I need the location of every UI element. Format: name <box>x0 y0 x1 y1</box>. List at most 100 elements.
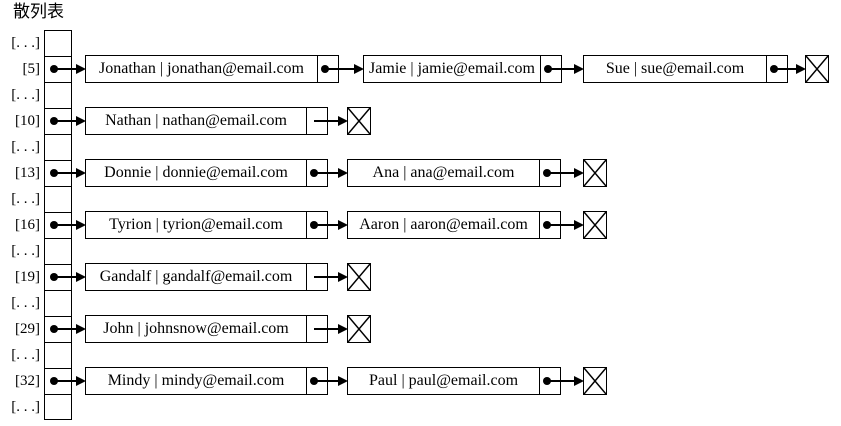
pointer-arrowhead-icon <box>338 116 348 126</box>
pointer-arrowhead-icon <box>338 324 348 334</box>
bucket-index-label: [5] <box>22 61 41 77</box>
pointer-arrowhead-icon <box>574 220 584 230</box>
pointer-arrowhead-icon <box>76 64 86 74</box>
bucket-cell-divider <box>44 342 72 343</box>
pointer-arrowhead-icon <box>338 220 348 230</box>
null-x-icon <box>348 108 370 134</box>
pointer-arrowhead-icon <box>796 64 806 74</box>
node-separator: | <box>159 60 164 77</box>
pointer-arrow-line <box>314 172 342 174</box>
node-data-box: Gandalf|gandalf@email.com <box>85 263 307 291</box>
bucket-cell-divider <box>44 108 72 109</box>
bucket-cell-divider <box>44 264 72 265</box>
bucket-index-label: [10] <box>15 113 40 129</box>
bucket-index-label: [29] <box>15 321 40 337</box>
pointer-arrow-line <box>774 68 800 70</box>
pointer-arrow-line <box>547 172 578 174</box>
bucket-cell-divider <box>44 212 72 213</box>
bucket-cell-divider <box>44 134 72 135</box>
pointer-arrow-line <box>325 68 358 70</box>
null-x-icon <box>584 160 606 186</box>
bucket-index-label: [13] <box>15 165 40 181</box>
node-data-box: Aaron|aaron@email.com <box>347 211 540 239</box>
null-terminator-box <box>583 159 607 187</box>
node-separator: | <box>403 216 407 233</box>
node-data-box: Nathan|nathan@email.com <box>85 107 307 135</box>
pointer-arrowhead-icon <box>76 324 86 334</box>
pointer-arrow-line <box>547 380 578 382</box>
node-separator: | <box>401 372 405 389</box>
node-email: ana@email.com <box>410 164 515 181</box>
node-name: Mindy <box>107 372 151 389</box>
bucket-cell-divider <box>44 186 72 187</box>
node-separator: | <box>155 164 159 181</box>
null-x-icon <box>584 212 606 238</box>
null-terminator-box <box>583 367 607 395</box>
node-separator: | <box>410 60 414 77</box>
pointer-arrowhead-icon <box>574 376 584 386</box>
node-name: Sue <box>605 60 630 77</box>
pointer-arrowhead-icon <box>574 168 584 178</box>
pointer-arrow-line <box>54 276 80 278</box>
bucket-index-label: [19] <box>15 269 40 285</box>
pointer-arrowhead-icon <box>354 64 364 74</box>
null-terminator-box <box>347 315 371 343</box>
pointer-arrowhead-icon <box>574 64 584 74</box>
pointer-arrow-line <box>548 68 578 70</box>
node-email: jamie@email.com <box>417 60 535 77</box>
node-separator: | <box>155 268 159 285</box>
node-email: jonathan@email.com <box>167 60 304 77</box>
null-x-icon <box>348 316 370 342</box>
pointer-arrow-line <box>314 120 342 122</box>
bucket-cell-divider <box>44 160 72 161</box>
node-separator: | <box>154 372 158 389</box>
bucket-index-label: [. . .] <box>11 243 40 259</box>
diagram-title: 散列表 <box>13 2 64 22</box>
pointer-arrowhead-icon <box>76 376 86 386</box>
node-name: Gandalf <box>99 268 152 285</box>
node-name: Donnie <box>104 164 152 181</box>
bucket-index-label: [. . .] <box>11 35 40 51</box>
bucket-cell-divider <box>44 56 72 57</box>
pointer-arrowhead-icon <box>76 168 86 178</box>
node-data-box: Paul|paul@email.com <box>347 367 540 395</box>
pointer-arrow-line <box>314 276 342 278</box>
bucket-index-label: [. . .] <box>11 191 40 207</box>
node-email: aaron@email.com <box>410 216 528 233</box>
node-separator: | <box>633 60 638 77</box>
null-terminator-box <box>347 263 371 291</box>
bucket-index-label: [. . .] <box>11 139 40 155</box>
pointer-arrow-line <box>314 380 342 382</box>
pointer-arrow-line <box>54 172 80 174</box>
null-x-icon <box>806 56 828 82</box>
null-terminator-box <box>347 107 371 135</box>
bucket-cell-divider <box>44 316 72 317</box>
bucket-index-label: [. . .] <box>11 87 40 103</box>
node-separator: | <box>155 216 159 233</box>
pointer-arrowhead-icon <box>76 116 86 126</box>
bucket-cell-divider <box>44 238 72 239</box>
pointer-arrow-line <box>54 68 80 70</box>
node-name: Ana <box>372 164 400 181</box>
bucket-index-label: [32] <box>15 373 40 389</box>
bucket-index-label: [. . .] <box>11 399 40 415</box>
node-data-box: Sue|sue@email.com <box>583 55 767 83</box>
pointer-arrow-line <box>54 120 80 122</box>
node-name: Jonathan <box>99 60 156 77</box>
node-name: Jamie <box>369 60 407 77</box>
pointer-arrow-line <box>54 224 80 226</box>
bucket-cell-divider <box>44 394 72 395</box>
node-data-box: Ana|ana@email.com <box>347 159 540 187</box>
bucket-cell-divider <box>44 82 72 83</box>
node-data-box: Tyrion|tyrion@email.com <box>85 211 307 239</box>
pointer-arrowhead-icon <box>338 376 348 386</box>
bucket-index-label: [16] <box>15 217 40 233</box>
pointer-arrow-line <box>314 328 342 330</box>
node-data-box: Donnie|donnie@email.com <box>85 159 307 187</box>
bucket-cell-divider <box>44 290 72 291</box>
node-data-box: Mindy|mindy@email.com <box>85 367 307 395</box>
node-email: gandalf@email.com <box>162 268 293 285</box>
bucket-index-label: [. . .] <box>11 295 40 311</box>
bucket-cell-divider <box>44 368 72 369</box>
